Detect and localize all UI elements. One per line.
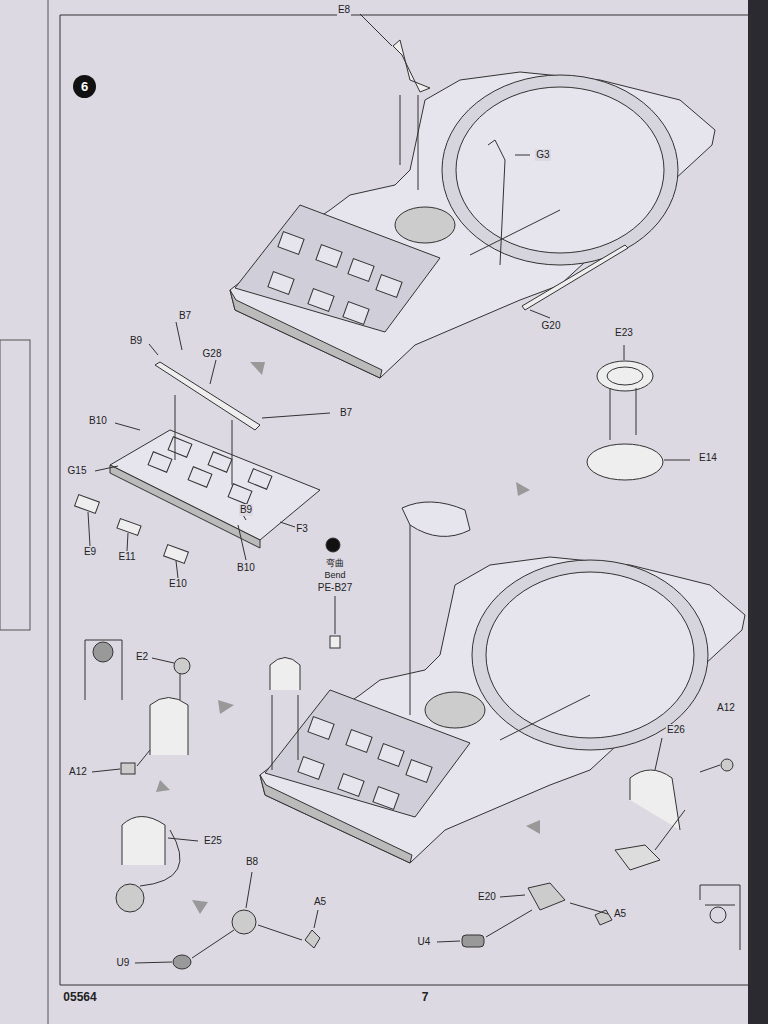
part-label: E11	[117, 551, 136, 563]
part-label: E14	[698, 452, 718, 464]
part-label: E10	[168, 578, 188, 590]
part-label: A5	[313, 896, 327, 908]
part-label: E8	[337, 4, 351, 16]
step-number-text: 6	[81, 79, 88, 94]
bend-note: Bend	[323, 569, 346, 581]
bend-note: 弯曲	[325, 557, 345, 569]
part-label: G15	[67, 465, 88, 477]
part-label: B9	[239, 504, 253, 516]
part-label: B10	[236, 562, 256, 574]
part-label: PE-B27	[317, 582, 353, 594]
part-label: U4	[417, 936, 432, 948]
part-label: E2	[135, 651, 149, 663]
part-label: G20	[541, 320, 562, 332]
part-label: F3	[295, 523, 309, 535]
step-number: 6	[73, 75, 96, 98]
part-label: A12	[716, 702, 736, 714]
part-label: E20	[477, 891, 497, 903]
part-label: B7	[178, 310, 192, 322]
part-label: E23	[614, 327, 634, 339]
part-label: U9	[116, 957, 131, 969]
part-label: G3	[535, 149, 550, 161]
part-label: A12	[68, 766, 88, 778]
part-label: E9	[83, 546, 97, 558]
part-label: B10	[88, 415, 108, 427]
part-label: E25	[203, 835, 223, 847]
part-label: B8	[245, 856, 259, 868]
page-number: 7	[421, 991, 430, 1003]
part-label: B7	[339, 407, 353, 419]
part-label: B9	[129, 335, 143, 347]
part-label: E26	[666, 724, 686, 736]
part-label: G28	[202, 348, 223, 360]
part-label: A5	[613, 908, 627, 920]
page-code: 05564	[62, 991, 97, 1003]
